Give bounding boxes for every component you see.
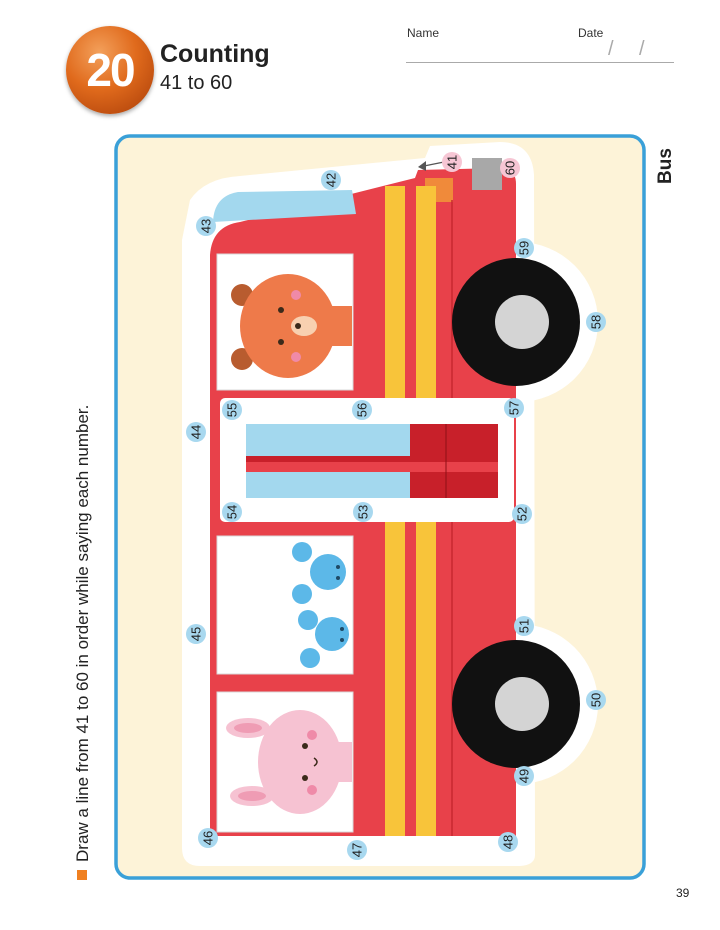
- bus-wheel-front: [452, 258, 580, 386]
- dot-50-marker[interactable]: [586, 690, 606, 710]
- dot-47-marker[interactable]: [347, 840, 367, 860]
- dot-45-label: 45: [189, 627, 204, 641]
- dot-48[interactable]: 48: [498, 832, 518, 852]
- number-dots: 41 42 43 44 45 46 47 48 49 50 51 52 53 54 55 56 57 58 59 60: [186, 152, 606, 860]
- dot-52-label: 52: [515, 507, 530, 521]
- dot-56-marker[interactable]: [352, 400, 372, 420]
- dot-60-marker[interactable]: [500, 158, 520, 178]
- dot-56[interactable]: 56: [352, 400, 372, 420]
- dot-46-label: 46: [201, 831, 216, 845]
- dot-47[interactable]: 47: [347, 840, 367, 860]
- dot-41[interactable]: 41: [442, 152, 462, 172]
- instruction-text: Draw a line from 41 to 60 in order while…: [73, 405, 93, 880]
- name-date-line: [406, 62, 674, 63]
- dot-51-label: 51: [517, 619, 532, 633]
- dot-48-marker[interactable]: [498, 832, 518, 852]
- dot-42-marker[interactable]: [321, 170, 341, 190]
- date-separator-2: /: [639, 38, 645, 60]
- dot-49-marker[interactable]: [514, 766, 534, 786]
- dot-55[interactable]: 55: [222, 400, 242, 420]
- dot-44-label: 44: [189, 425, 204, 439]
- dot-44-marker[interactable]: [186, 422, 206, 442]
- start-arrow: [418, 161, 445, 171]
- name-label: Name: [407, 26, 440, 40]
- date-separator-1: /: [608, 38, 614, 60]
- dot-52-marker[interactable]: [512, 504, 532, 524]
- dot-54-marker[interactable]: [222, 502, 242, 522]
- dot-44[interactable]: 44: [186, 422, 206, 442]
- dot-42[interactable]: 42: [321, 170, 341, 190]
- dot-50[interactable]: 50: [586, 690, 606, 710]
- dot-46-marker[interactable]: [198, 828, 218, 848]
- dot-51[interactable]: 51: [514, 616, 534, 636]
- windshield: [213, 190, 356, 222]
- rear-light: [472, 158, 502, 190]
- dot-59-marker[interactable]: [514, 238, 534, 258]
- dot-41-label: 41: [445, 155, 460, 169]
- dot-49-label: 49: [517, 769, 532, 783]
- page-title: Counting: [160, 40, 270, 68]
- dot-52[interactable]: 52: [512, 504, 532, 524]
- dot-60-label: 60: [503, 161, 518, 175]
- picture-label-text: Bus: [655, 148, 676, 184]
- dot-57[interactable]: 57: [504, 398, 524, 418]
- dot-49[interactable]: 49: [514, 766, 534, 786]
- dot-50-label: 50: [589, 693, 604, 707]
- rabbit-passenger: [226, 710, 352, 814]
- dot-45-marker[interactable]: [186, 624, 206, 644]
- dot-59[interactable]: 59: [514, 238, 534, 258]
- picture-label: Bus: [652, 146, 680, 186]
- dot-54-label: 54: [225, 505, 240, 519]
- page-subtitle: 41 to 60: [160, 72, 233, 94]
- dot-43[interactable]: 43: [196, 216, 216, 236]
- dot-58-marker[interactable]: [586, 312, 606, 332]
- dot-57-marker[interactable]: [504, 398, 524, 418]
- dot-53[interactable]: 53: [353, 502, 373, 522]
- lesson-number-badge: 20: [66, 26, 154, 114]
- dot-42-label: 42: [324, 173, 339, 187]
- dot-51-marker[interactable]: [514, 616, 534, 636]
- dot-55-label: 55: [225, 403, 240, 417]
- dot-60[interactable]: 60: [500, 158, 520, 178]
- dot-45[interactable]: 45: [186, 624, 206, 644]
- bear-passenger: [231, 274, 352, 378]
- dot-58[interactable]: 58: [586, 312, 606, 332]
- dot-47-label: 47: [350, 843, 365, 857]
- dot-53-marker[interactable]: [353, 502, 373, 522]
- dot-56-label: 56: [355, 403, 370, 417]
- dot-59-label: 59: [517, 241, 532, 255]
- dot-53-label: 53: [356, 505, 371, 519]
- dot-46[interactable]: 46: [198, 828, 218, 848]
- dot-55-marker[interactable]: [222, 400, 242, 420]
- page-number: 39: [676, 886, 690, 900]
- date-label: Date: [578, 26, 604, 40]
- dot-43-label: 43: [199, 219, 214, 233]
- mice-passengers: [292, 542, 349, 668]
- dot-57-label: 57: [507, 401, 522, 415]
- dot-58-label: 58: [589, 315, 604, 329]
- bus-door: [220, 398, 514, 522]
- dot-41-marker[interactable]: [442, 152, 462, 172]
- dot-54[interactable]: 54: [222, 502, 242, 522]
- bus-wheel-back: [452, 640, 580, 768]
- instruction-label: Draw a line from 41 to 60 in order while…: [73, 404, 92, 862]
- dot-43-marker[interactable]: [196, 216, 216, 236]
- instruction-bullet-icon: [77, 870, 87, 880]
- dot-48-label: 48: [501, 835, 516, 849]
